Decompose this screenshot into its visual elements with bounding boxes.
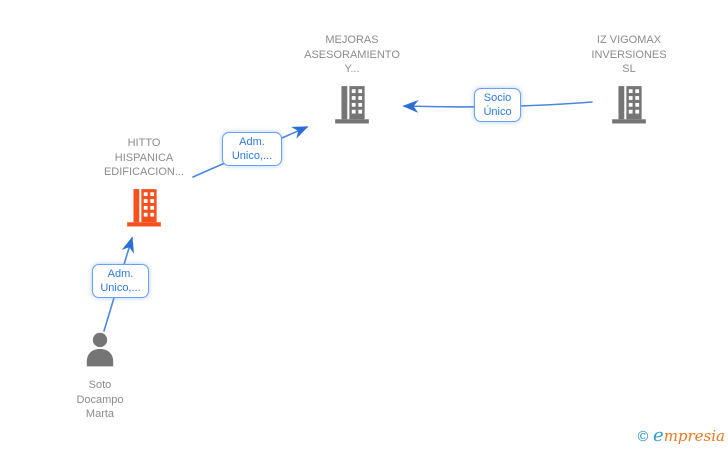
edge-label-line: Adm. [239,136,265,148]
node-label-line: INVERSIONES [591,48,667,61]
node-label: MEJORAS ASESORAMIENTO Y... [304,33,400,77]
node-label-line: Y... [344,63,360,75]
building-icon [333,84,371,129]
node-label-line: Docampo [76,393,124,406]
node-label-line: SL [622,63,636,75]
brand-initial: e [653,425,664,446]
building-icon [125,187,163,232]
edge-label-socio-unico[interactable]: Socio Único [474,88,521,122]
building-icon [610,84,648,129]
node-label: IZ VIGOMAX INVERSIONES SL [591,33,666,77]
node-label: HITTO HISPANICA EDIFICACION... [104,136,184,180]
edge-label-line: Unico,... [231,150,273,162]
node-label: Soto Docampo Marta [76,378,123,422]
node-label-line: HISPANICA [114,151,174,164]
node-label-line: EDIFICACION... [103,166,185,178]
edge-label-line: Unico,... [100,282,141,294]
brand-name: mpresia [663,427,725,445]
node-label-line: MEJORAS [325,34,379,46]
person-icon [81,331,119,374]
node-iz-vigomax[interactable]: IZ VIGOMAX INVERSIONES SL [549,33,709,129]
edge-label-line: Socio [483,92,512,104]
edge-label-line: Adm. [107,268,134,280]
node-mejoras-asesoramiento[interactable]: MEJORAS ASESORAMIENTO Y... [272,33,432,129]
edge-label-adm-unico-hitto[interactable]: Adm. Unico,... [222,132,282,166]
edge-label-line: Único [483,106,512,118]
node-label-line: Marta [85,408,115,420]
node-label-line: HITTO [127,137,161,149]
node-label-line: IZ VIGOMAX [596,34,662,46]
node-label-line: ASESORAMIENTO [304,48,400,61]
copyright-icon: © [636,429,651,445]
node-soto-docampo-marta[interactable]: Soto Docampo Marta [40,331,160,422]
empresia-watermark: ©empresia [636,425,725,446]
node-label-line: Soto [88,379,112,391]
node-hitto-hispanica[interactable]: HITTO HISPANICA EDIFICACION... [64,136,224,232]
edge-label-adm-unico-marta[interactable]: Adm. Unico,... [92,264,149,298]
